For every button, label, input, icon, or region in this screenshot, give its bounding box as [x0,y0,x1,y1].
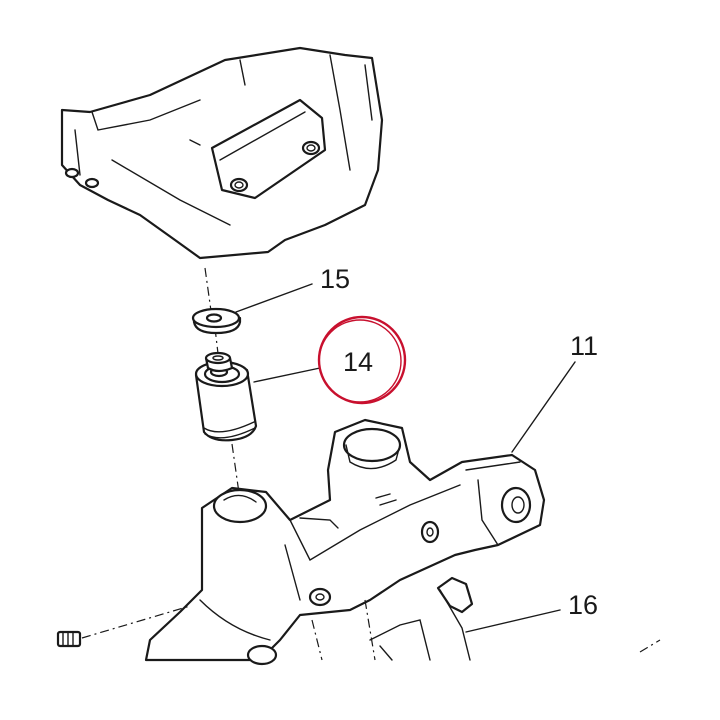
leader-lines [235,283,576,633]
callout-15: 15 [320,264,350,294]
callout-14: 14 [343,347,373,377]
washer-part-15 [191,307,242,335]
upper-frame-bracket [60,46,384,260]
bolt-left [56,605,191,648]
bushing-part-14 [194,351,258,442]
callout-16: 16 [568,590,598,620]
leader-16 [465,609,561,633]
triple-clamp-part-11 [144,418,546,666]
highlight-circle [317,315,407,405]
leader-15 [235,283,313,313]
leader-11 [511,361,576,453]
callout-11: 11 [570,331,598,361]
leader-14 [253,367,321,383]
clip-part-16 [311,576,661,661]
